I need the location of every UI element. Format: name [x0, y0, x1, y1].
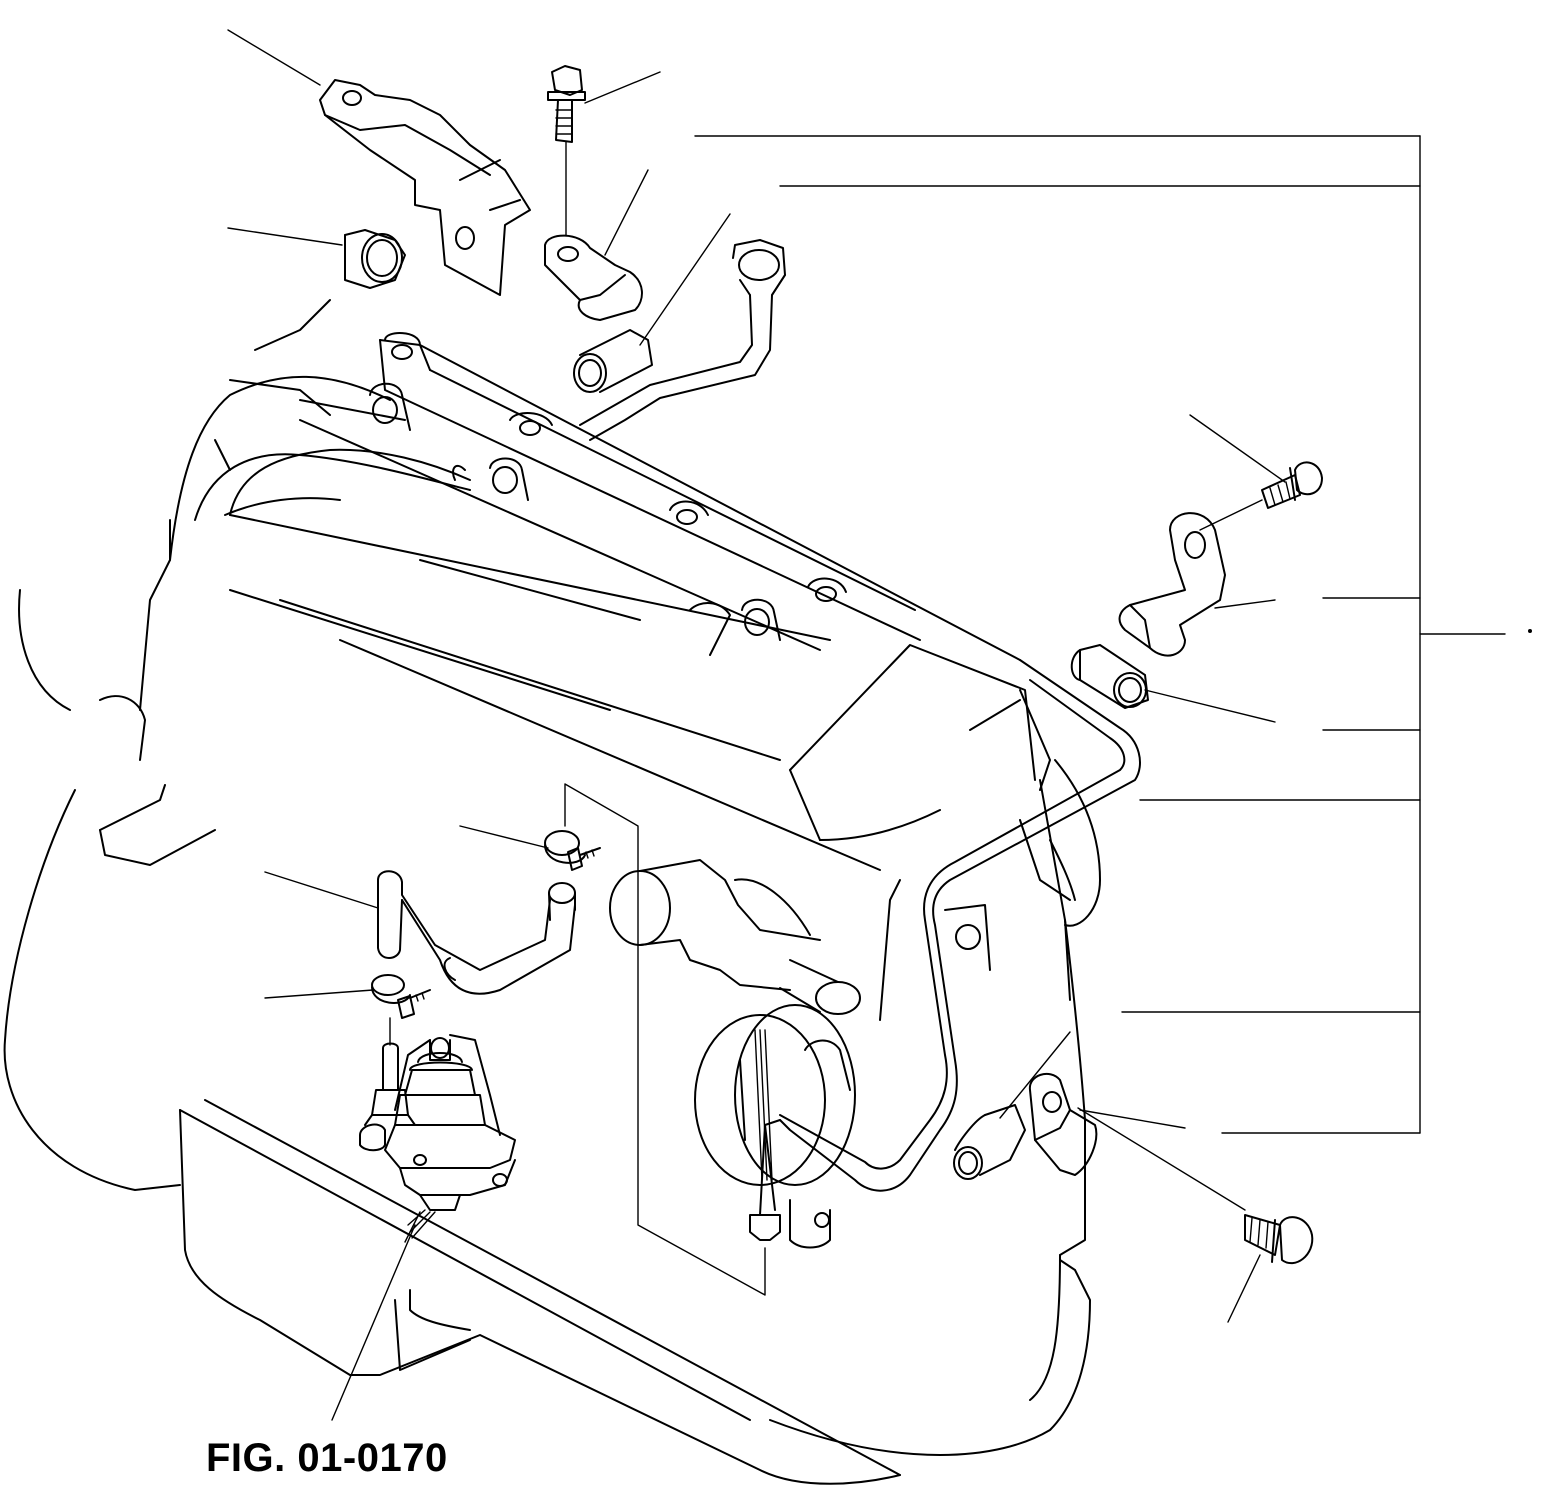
- bypass-hose: [377, 870, 576, 995]
- hose-clamp-upper: [544, 830, 601, 871]
- pipe-clamp-bracket-lower-right: [1028, 1072, 1098, 1176]
- flange-bolt-top: [547, 65, 586, 236]
- pipe-grommet-top: [573, 329, 653, 393]
- pipe-grommet-lower-right: [953, 1104, 1026, 1180]
- pipe-clamp-bracket-right: [1118, 512, 1226, 657]
- fuel-pressure-regulator: [359, 1034, 516, 1243]
- leader-lines: [227, 29, 1421, 1421]
- pipe-grommet-right: [1070, 644, 1149, 709]
- pipe-clamp-bracket-top: [544, 234, 643, 321]
- figure-label: FIG. 01-0170: [206, 1436, 448, 1480]
- heat-shield-bracket: [319, 79, 531, 296]
- flange-bolt-right-upper: [1199, 461, 1323, 531]
- hose-clamp-lower: [371, 974, 431, 1046]
- water-pipe-long: [749, 659, 1141, 1241]
- flange-bolt-lower-right: [1077, 1107, 1314, 1265]
- reference-bracket: [694, 135, 1532, 1134]
- heater-pipe-outlet: [579, 239, 786, 441]
- spacer-collar-top-left: [344, 229, 406, 289]
- engine-block: [3, 299, 1101, 1485]
